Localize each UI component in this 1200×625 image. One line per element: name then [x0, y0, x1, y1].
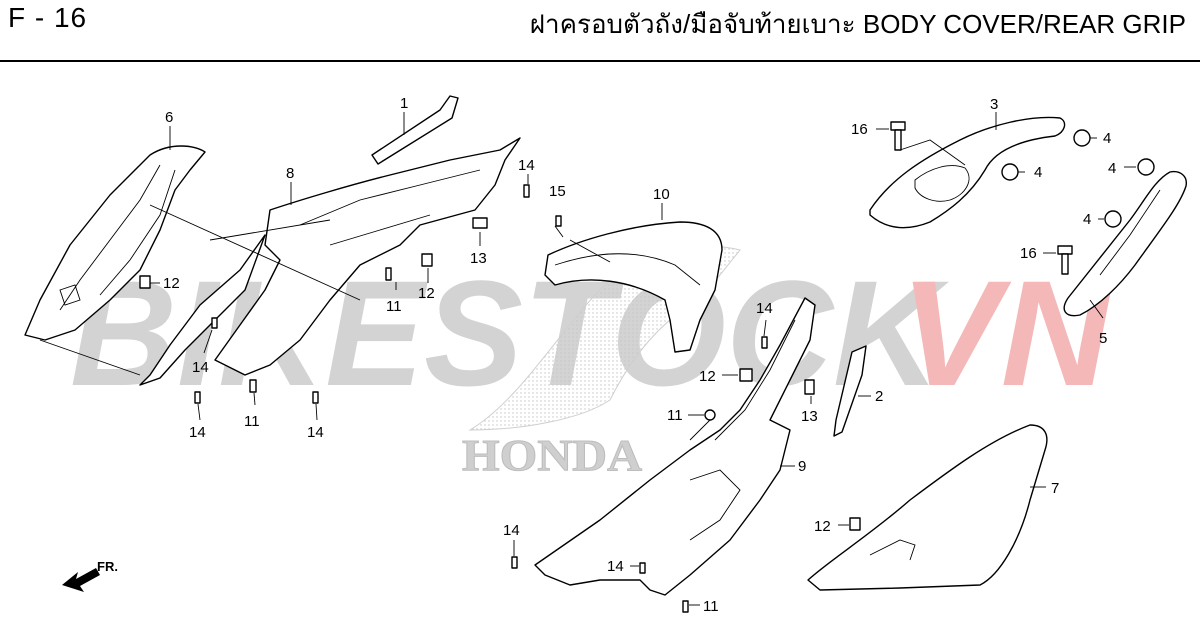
callout-1: 1 — [400, 95, 408, 112]
callout-4: 4 — [1103, 130, 1111, 147]
callout-2: 2 — [875, 388, 883, 405]
callout-12: 12 — [814, 518, 831, 535]
screw-icon — [555, 215, 562, 227]
leader-lines — [39, 112, 1136, 606]
callout-11: 11 — [667, 407, 683, 424]
screw-icon — [312, 391, 319, 404]
header-divider — [0, 60, 1200, 62]
callout-12: 12 — [163, 275, 180, 292]
washer-icon — [1104, 210, 1122, 228]
callout-11: 11 — [703, 598, 719, 615]
washer-icon — [1073, 129, 1091, 147]
screw-icon — [385, 267, 392, 281]
callout-12: 12 — [699, 368, 716, 385]
callout-13: 13 — [470, 250, 487, 267]
screw-icon — [761, 336, 768, 349]
callout-5: 5 — [1099, 330, 1107, 347]
callout-16: 16 — [1020, 245, 1037, 262]
callout-11: 11 — [244, 413, 260, 430]
callout-15: 15 — [549, 183, 566, 200]
part-10-seat-cowl — [544, 221, 723, 353]
callout-14: 14 — [518, 157, 535, 174]
clip-nut-icon — [421, 253, 433, 267]
part-7-side-panel — [807, 424, 1048, 591]
screw-icon — [639, 562, 646, 574]
part-9-rear-side-cover — [534, 297, 816, 596]
clip-icon — [472, 217, 488, 229]
screw-icon — [211, 317, 218, 329]
honda-brand-text: HONDA — [462, 431, 642, 480]
screw-icon — [523, 184, 530, 198]
callout-4: 4 — [1083, 211, 1091, 228]
callout-16: 16 — [851, 121, 868, 138]
part-5-rear-grip — [1063, 170, 1187, 317]
watermark-suffix: VN — [900, 249, 1113, 417]
front-direction-label: FR. — [97, 559, 118, 574]
callout-3: 3 — [990, 96, 998, 113]
callout-14: 14 — [607, 558, 624, 575]
page-title: ฝาครอบตัวถัง/มือจับท้ายเบาะ BODY COVER/R… — [529, 9, 1186, 39]
callout-14: 14 — [756, 300, 773, 317]
clip-nut-icon — [139, 275, 151, 289]
part-3-grab-rail — [869, 116, 1066, 229]
page-code: F - 16 — [8, 2, 88, 33]
screw-icon — [194, 391, 201, 404]
callout-4: 4 — [1034, 164, 1042, 181]
bolt-icon — [1057, 245, 1073, 275]
hardware-screws — [139, 121, 1155, 613]
clip-nut-icon — [739, 368, 753, 382]
callout-12: 12 — [418, 285, 435, 302]
callout-6: 6 — [165, 109, 173, 126]
callout-7: 7 — [1051, 480, 1059, 497]
callout-14: 14 — [189, 424, 206, 441]
callout-4: 4 — [1108, 160, 1116, 177]
washer-icon — [1001, 163, 1019, 181]
part-8-rear-center-cover — [139, 137, 521, 386]
screw-icon — [682, 600, 689, 613]
screw-icon — [249, 379, 257, 393]
bolt-icon — [890, 121, 906, 151]
part-1-strip — [371, 95, 459, 165]
callout-14: 14 — [192, 359, 209, 376]
washer-icon — [1137, 158, 1155, 176]
callout-14: 14 — [503, 522, 520, 539]
callout-8: 8 — [286, 165, 294, 182]
callout-11: 11 — [386, 298, 402, 315]
callout-10: 10 — [653, 186, 670, 203]
callout-14: 14 — [307, 424, 324, 441]
clip-icon — [804, 379, 815, 395]
screw-icon — [511, 556, 518, 569]
front-direction-indicator: FR. — [62, 559, 118, 592]
part-6-side-cover — [24, 145, 206, 341]
clip-nut-icon — [849, 517, 861, 531]
callout-labels: 1 2 3 4 4 4 4 5 6 7 8 9 10 11 11 11 11 1… — [163, 95, 1116, 615]
part-2-strip — [833, 345, 867, 437]
screw-icon — [704, 409, 716, 421]
callout-9: 9 — [798, 458, 806, 475]
callout-13: 13 — [801, 408, 818, 425]
front-direction-arrow-icon — [62, 568, 100, 592]
